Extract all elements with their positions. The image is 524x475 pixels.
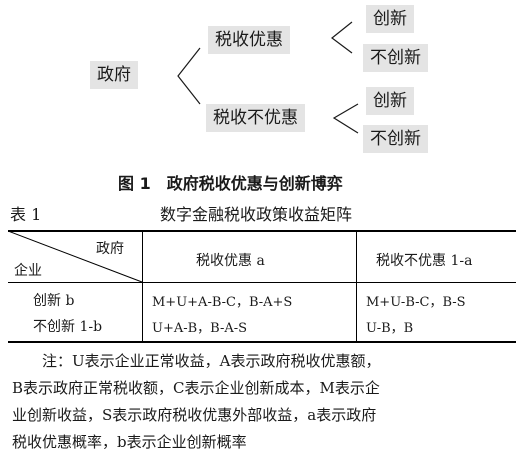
game-tree-diagram bbox=[177, 21, 359, 134]
note-line: 注：U表示企业正常收益，A表示政府税收优惠额， bbox=[42, 352, 381, 370]
header-diagonal bbox=[8, 231, 143, 283]
table-cell: U+A-B，B-A-S bbox=[152, 321, 248, 336]
note-line: B表示政府正常税收额，C表示企业创新成本，M表示企 bbox=[12, 379, 380, 397]
node-no-tax-preference: 税收不优惠 bbox=[206, 104, 305, 132]
node-innovate-1: 创新 bbox=[366, 5, 414, 33]
figure-caption: 图 1 政府税收优惠与创新博弈 bbox=[118, 174, 343, 193]
root-branch-connector bbox=[177, 47, 201, 105]
table-cell: U-B，B bbox=[366, 321, 414, 336]
note-line: 业创新收益，S表示政府税收优惠外部收益，a表示政府 bbox=[12, 406, 377, 424]
note-line: 税收优惠概率，b表示企业创新概率 bbox=[12, 433, 247, 451]
branch-2-connector bbox=[332, 103, 359, 134]
table-bottom-rule bbox=[8, 341, 516, 343]
column-header: 税收不优惠 1-a bbox=[376, 253, 473, 269]
node-tax-preference: 税收优惠 bbox=[208, 26, 290, 54]
row-label: 不创新 1-b bbox=[33, 319, 103, 335]
node-not-innovate-2: 不创新 bbox=[363, 125, 428, 153]
column-header: 税收优惠 a bbox=[196, 253, 265, 269]
row-label: 创新 b bbox=[33, 293, 75, 309]
branch-1-connector bbox=[331, 21, 353, 54]
table-label: 表 1 bbox=[10, 205, 42, 224]
table-top-rule bbox=[8, 230, 516, 232]
table-col-divider-2 bbox=[356, 231, 357, 342]
table-col-divider-1 bbox=[142, 231, 143, 342]
node-innovate-2: 创新 bbox=[366, 87, 414, 115]
node-not-innovate-1: 不创新 bbox=[363, 44, 428, 72]
header-government: 政府 bbox=[96, 241, 124, 257]
table-cell: M+U+A-B-C，B-A+S bbox=[152, 295, 293, 310]
header-enterprise: 企业 bbox=[14, 263, 42, 279]
node-government: 政府 bbox=[90, 61, 138, 89]
table-header-rule bbox=[8, 282, 516, 283]
table-title: 数字金融税收政策收益矩阵 bbox=[160, 205, 353, 224]
table-cell: M+U-B-C，B-S bbox=[366, 295, 466, 310]
